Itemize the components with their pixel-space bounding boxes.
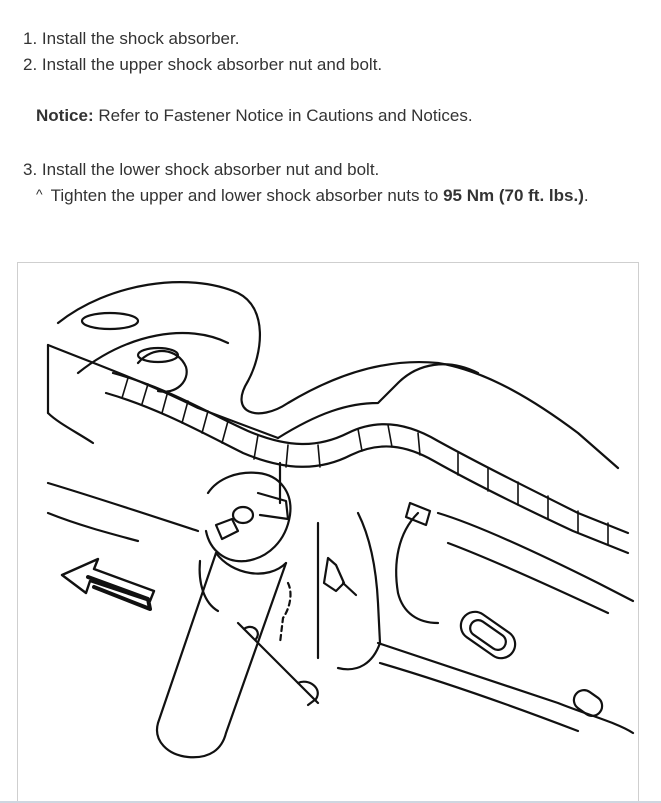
- step-2: 2. Install the upper shock absorber nut …: [23, 55, 382, 75]
- step-1: 1. Install the shock absorber.: [23, 29, 239, 49]
- torque-value: 95 Nm (70 ft. lbs.): [443, 186, 584, 205]
- substep-text: Tighten the upper and lower shock absorb…: [50, 186, 439, 205]
- caret-icon: ^: [36, 186, 43, 202]
- shock-absorber-installation-diagram-icon: [46, 281, 635, 759]
- step-1-text: Install the shock absorber.: [41, 29, 240, 48]
- notice-text: Refer to Fastener Notice in Cautions and…: [98, 106, 473, 125]
- substep-period: .: [583, 186, 589, 205]
- step-2-text: Install the upper shock absorber nut and…: [41, 55, 383, 74]
- step-2-number: 2.: [23, 55, 38, 74]
- step-3-text: Install the lower shock absorber nut and…: [41, 160, 380, 179]
- step-3-number: 3.: [23, 160, 38, 179]
- step-1-number: 1.: [23, 29, 38, 48]
- fastener-notice: Notice: Refer to Fastener Notice in Caut…: [36, 106, 473, 126]
- notice-label: Notice:: [36, 106, 94, 125]
- torque-substep: ^ Tighten the upper and lower shock absor…: [36, 186, 589, 206]
- step-3: 3. Install the lower shock absorber nut …: [23, 160, 379, 180]
- shock-absorber-illustration: [17, 262, 639, 802]
- bottom-divider: [0, 801, 661, 803]
